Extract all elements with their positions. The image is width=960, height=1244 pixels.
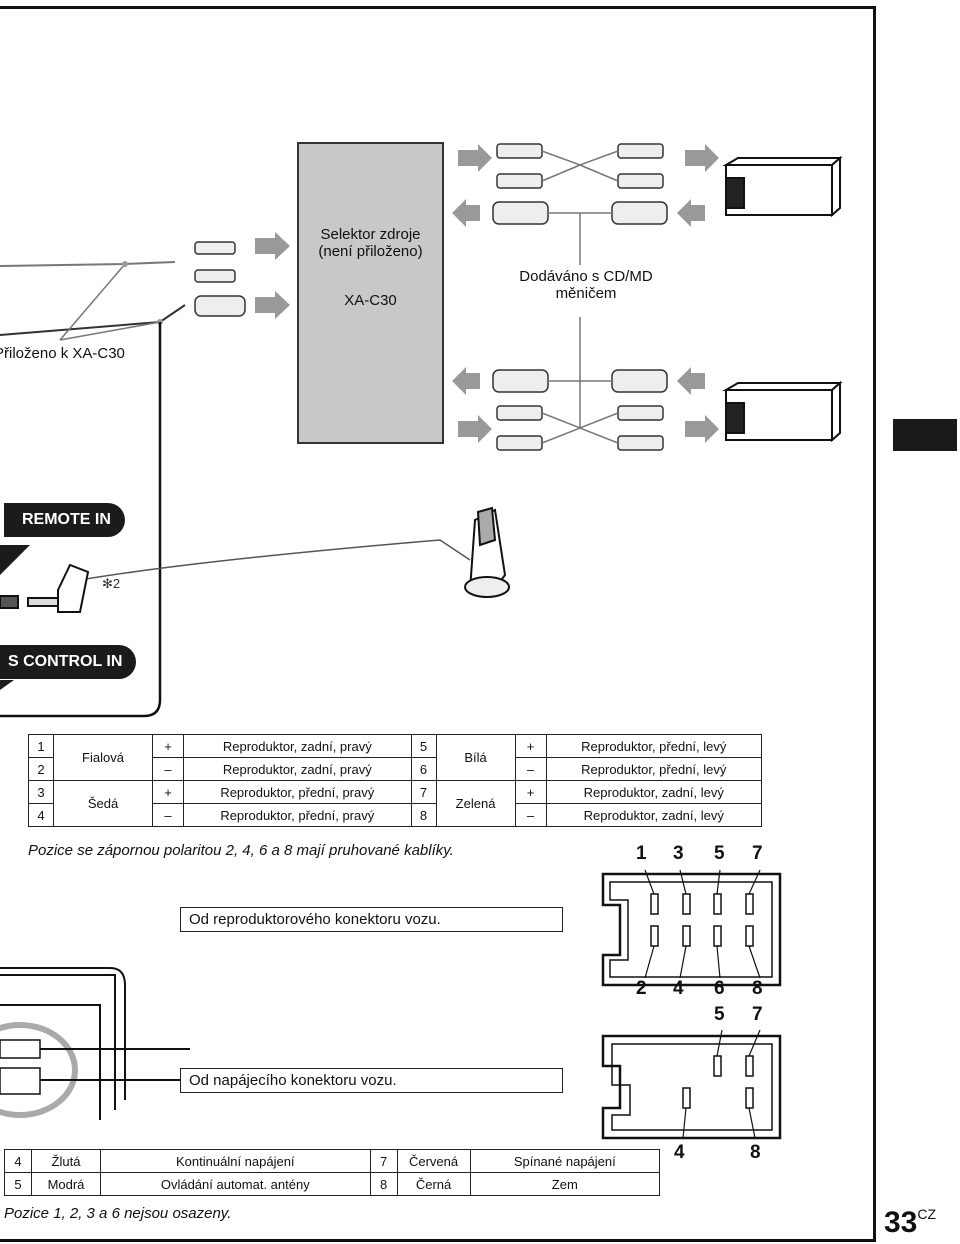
table-row: 4 – Reproduktor, přední, pravý 8 – Repro… — [28, 803, 763, 827]
selector-model: XA-C30 — [344, 292, 397, 309]
wire-function: Reproduktor, zadní, levý — [545, 803, 763, 827]
pin-label: 7 — [752, 1004, 763, 1025]
pin-label: 2 — [636, 978, 647, 999]
arrow-icon — [452, 144, 719, 443]
speaker-connector-label: Od reproduktorového konektoru vozu. — [180, 907, 563, 932]
selector-note: (není přiloženo) — [318, 243, 423, 260]
supplied-xa-label: Přiloženo k XA-C30 — [0, 345, 125, 362]
supplied-cd-line1: Dodáváno s CD/MD — [519, 268, 653, 285]
pin-number: 8 — [410, 803, 437, 827]
pin-number: 4 — [28, 803, 54, 827]
pin-label: 5 — [714, 843, 725, 864]
polarity: – — [152, 757, 184, 781]
supplied-cd-label: Dodáváno s CD/MD měničem — [512, 268, 660, 302]
wire-function: Zem — [469, 1172, 661, 1196]
pin-number: 3 — [28, 780, 54, 804]
pin-label: 7 — [752, 843, 763, 864]
power-wire-table: 4 Žlutá Kontinuální napájení 7 Červená S… — [4, 1149, 661, 1196]
wire-function: Reproduktor, přední, pravý — [183, 780, 412, 804]
table-row: 3 Šedá + Reproduktor, přední, pravý 7 Ze… — [28, 780, 763, 827]
wire-function: Reproduktor, přední, levý — [545, 734, 763, 758]
pin-label: 4 — [674, 1142, 685, 1163]
pin-number: 7 — [369, 1149, 398, 1173]
polarity: – — [152, 803, 184, 827]
note-marker: ✻2 — [102, 576, 121, 591]
rca-plug-left-1 — [194, 241, 246, 317]
polarity: + — [152, 734, 184, 758]
pin-label: 3 — [673, 843, 684, 864]
page-frame-right — [873, 6, 876, 1242]
polarity: – — [514, 803, 547, 827]
wire-function: Reproduktor, zadní, pravý — [183, 757, 412, 781]
pin-number: 1 — [28, 734, 54, 758]
pin-number: 5 — [4, 1172, 32, 1196]
rotary-commander-icon — [464, 506, 510, 598]
page-frame-top — [0, 6, 876, 9]
polarity: + — [514, 780, 547, 804]
pin-label: 8 — [752, 978, 763, 999]
page-frame-bottom — [0, 1239, 876, 1242]
power-connector-label: Od napájecího konektoru vozu. — [180, 1068, 563, 1093]
pin-number: 5 — [410, 734, 437, 758]
wire-function: Ovládání automat. antény — [100, 1172, 371, 1196]
section-tab — [893, 419, 957, 451]
table-row: 4 Žlutá Kontinuální napájení 7 Červená S… — [4, 1149, 661, 1173]
cd-changer-icon — [722, 155, 843, 218]
speaker-connector-icon — [601, 872, 782, 987]
supplied-cd-line2: měničem — [555, 285, 617, 302]
wire-color: Zelená — [435, 780, 516, 827]
pin-label: 8 — [750, 1142, 761, 1163]
wire-color: Bílá — [435, 734, 516, 781]
table-row: 1 Fialová + Reproduktor, zadní, pravý 5 … — [28, 734, 763, 781]
remote-in-label: REMOTE IN — [4, 503, 125, 537]
wire-color: Červená — [396, 1149, 471, 1173]
mini-plug-icon — [0, 563, 90, 613]
wire-terminal-icon — [0, 1039, 41, 1095]
pin-number: 4 — [4, 1149, 32, 1173]
polarity: + — [514, 734, 547, 758]
page-suffix: CZ — [917, 1206, 937, 1222]
table-row: 2 – Reproduktor, zadní, pravý 6 – Reprod… — [28, 757, 763, 781]
power-connector-icon — [601, 1034, 782, 1140]
occupied-note: Pozice 1, 2, 3 a 6 nejsou osazeny. — [4, 1205, 232, 1222]
wire-function: Reproduktor, zadní, pravý — [183, 734, 412, 758]
wire-function: Kontinuální napájení — [100, 1149, 371, 1173]
page-number-value: 33 — [884, 1206, 918, 1239]
wire-color: Šedá — [53, 780, 153, 827]
polarity: + — [152, 780, 184, 804]
wire-function: Reproduktor, přední, levý — [545, 757, 763, 781]
wire-color: Žlutá — [31, 1149, 101, 1173]
wire-function: Reproduktor, přední, pravý — [183, 803, 412, 827]
wire-color: Černá — [396, 1172, 471, 1196]
source-selector-box: Selektor zdroje (není přiloženo) XA-C30 — [297, 142, 444, 444]
table-row: 5 Modrá Ovládání automat. antény 8 Černá… — [4, 1172, 661, 1196]
page-number: 33CZ — [884, 1206, 936, 1240]
pin-label: 1 — [636, 843, 647, 864]
speaker-wire-table: 1 Fialová + Reproduktor, zadní, pravý 5 … — [28, 734, 763, 827]
wire-color: Modrá — [31, 1172, 101, 1196]
pin-number: 7 — [410, 780, 437, 804]
cd-changer-icon — [722, 380, 843, 443]
pin-number: 8 — [369, 1172, 398, 1196]
pin-label: 5 — [714, 1004, 725, 1025]
polarity-note: Pozice se zápornou polaritou 2, 4, 6 a 8… — [28, 842, 454, 859]
pin-label: 6 — [714, 978, 725, 999]
selector-title: Selektor zdroje — [320, 226, 421, 243]
wire-function: Reproduktor, zadní, levý — [545, 780, 763, 804]
pin-label: 4 — [673, 978, 684, 999]
arrow-icon — [255, 232, 290, 319]
wire-function: Spínané napájení — [469, 1149, 661, 1173]
pin-number: 2 — [28, 757, 54, 781]
bus-control-in-label: S CONTROL IN — [0, 645, 137, 679]
wire-color: Fialová — [53, 734, 153, 781]
pin-number: 6 — [410, 757, 437, 781]
polarity: – — [514, 757, 547, 781]
